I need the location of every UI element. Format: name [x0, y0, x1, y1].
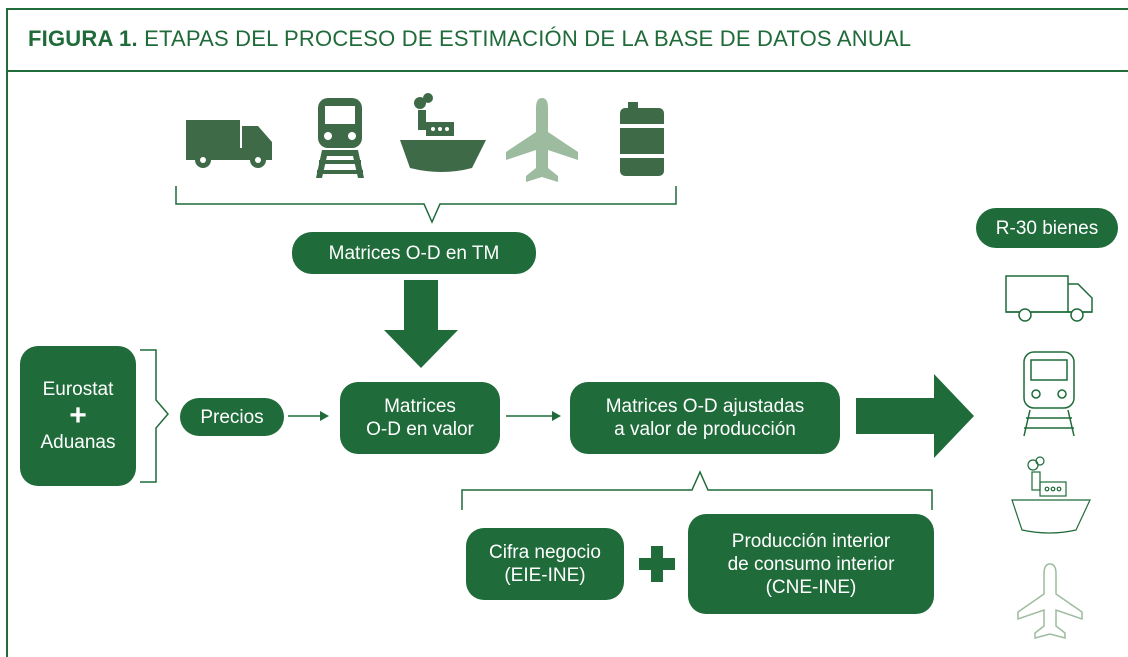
ship-icon [400, 93, 486, 172]
cifra-line2: (EIE-INE) [504, 565, 586, 586]
truck-outline-icon [1005, 275, 1093, 322]
pipeline-barrel-icon [616, 102, 668, 176]
matrices-valor-line2: O-D en valor [366, 419, 474, 440]
eurostat-label: Eurostat [42, 379, 114, 400]
left-bracket [140, 349, 169, 483]
title-bar [8, 10, 1128, 72]
matrices-valor-box: Matrices O-D en valor [340, 382, 500, 454]
precios-box: Precios [180, 398, 284, 436]
cifra-negocio-box: Cifra negocio (EIE-INE) [466, 528, 624, 600]
airplane-icon [506, 98, 578, 182]
produccion-line1: Producción interior [731, 530, 891, 552]
train-icon [316, 98, 364, 178]
r30-label: R-30 bienes [995, 217, 1099, 239]
aduanas-label: Aduanas [40, 432, 116, 453]
train-outline-icon [1023, 351, 1075, 437]
ship-outline-icon [1011, 456, 1091, 534]
cifra-line1: Cifra negocio [489, 542, 601, 563]
produccion-line2: de consumo interior [727, 553, 895, 575]
figure-title: FIGURA 1. ETAPAS DEL PROCESO DE ESTIMACI… [28, 26, 911, 52]
precios-label: Precios [200, 406, 264, 428]
arrow-precios-to-matrices [288, 411, 329, 421]
top-bracket [175, 186, 677, 224]
eurostat-aduanas-box: Eurostat + Aduanas [20, 346, 136, 486]
truck-icon [186, 120, 272, 168]
down-arrow [384, 280, 458, 368]
produccion-interior-box: Producción interior de consumo interior … [688, 514, 934, 614]
plus-connector-icon [639, 546, 675, 582]
ajustadas-line2: a valor de producción [614, 419, 796, 440]
figure-frame [6, 8, 1128, 657]
ajustadas-line1: Matrices O-D ajustadas [605, 396, 805, 417]
produccion-line3: (CNE-INE) [765, 576, 857, 598]
airplane-outline-icon [1017, 563, 1083, 639]
figure-title-text: ETAPAS DEL PROCESO DE ESTIMACIÓN DE LA B… [144, 26, 912, 51]
right-arrow [856, 374, 974, 458]
bottom-bracket [461, 470, 933, 510]
r30-bienes-box: R-30 bienes [976, 208, 1118, 248]
matrices-ajustadas-box: Matrices O-D ajustadas a valor de produc… [570, 382, 840, 454]
matrices-valor-line1: Matrices [384, 396, 456, 417]
arrow-matrices-to-ajustadas [506, 411, 561, 421]
matrices-tm-box: Matrices O-D en TM [292, 232, 536, 274]
plus-icon: + [69, 399, 87, 432]
matrices-tm-label: Matrices O-D en TM [328, 242, 500, 264]
figure-label: FIGURA 1. [28, 26, 138, 51]
